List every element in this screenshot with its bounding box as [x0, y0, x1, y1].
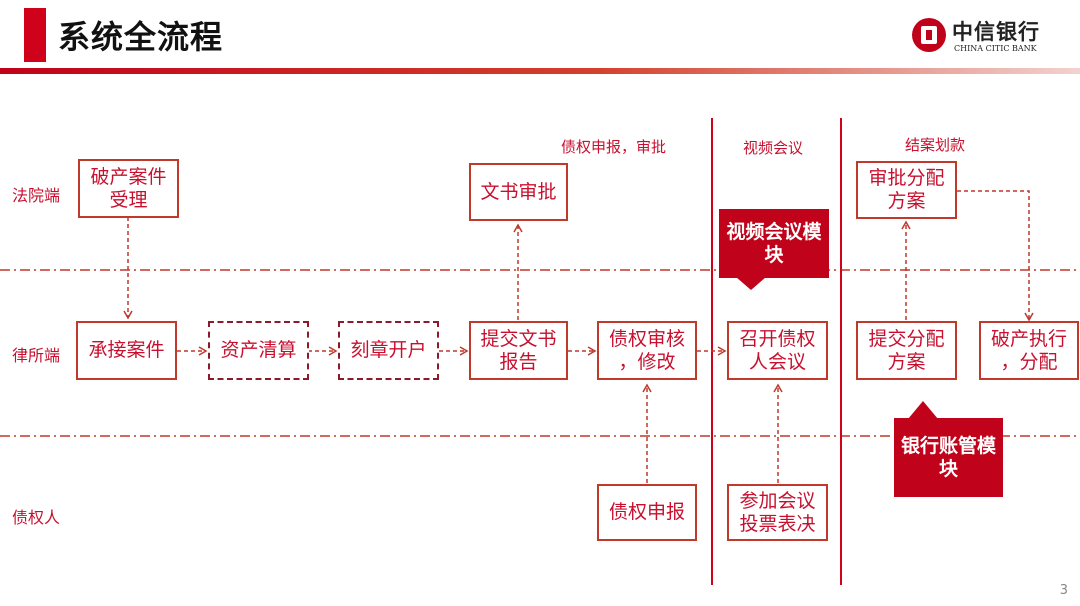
callout-account-module: 银行账管模 块 [894, 418, 1003, 497]
logo-name-en: CHINA CITIC BANK [954, 44, 1037, 53]
box-submit-report: 提交文书 报告 [469, 321, 568, 380]
header-divider [0, 68, 1080, 74]
lane-label-law-firm: 律所端 [12, 346, 61, 365]
section-label-settle: 结案划款 [905, 136, 966, 154]
callout-video-pointer [736, 277, 766, 290]
callout-video-module: 视频会议模 块 [719, 209, 829, 278]
box-submit-plan: 提交分配 方案 [856, 321, 957, 380]
box-asset-clear: 资产清算 [208, 321, 309, 380]
box-take-case: 承接案件 [76, 321, 177, 380]
box-claim-review: 债权审核 ，修改 [597, 321, 697, 380]
box-doc-review: 文书审批 [469, 163, 568, 221]
box-claim-declare: 债权申报 [597, 484, 697, 541]
logo-name-cn: 中信银行 [952, 20, 1040, 44]
lane-label-court: 法院端 [12, 186, 61, 205]
section-label-claim: 债权申报，审批 [561, 138, 667, 156]
box-case-accept: 破产案件 受理 [78, 159, 179, 218]
page-number: 3 [1059, 583, 1068, 598]
box-approve-plan: 审批分配 方案 [856, 161, 957, 219]
title-accent-bar [24, 8, 46, 62]
lane-label-creditor: 债权人 [12, 508, 61, 527]
box-execute: 破产执行 ，分配 [979, 321, 1079, 380]
box-hold-meeting: 召开债权 人会议 [727, 321, 828, 380]
box-vote: 参加会议 投票表决 [727, 484, 828, 541]
citic-logo-icon [912, 18, 946, 52]
box-seal-account: 刻章开户 [338, 321, 439, 380]
bank-logo: 中信银行 CHINA CITIC BANK [912, 16, 1062, 60]
arrow-approve-to-execute [957, 190, 1034, 322]
page-title: 系统全流程 [58, 18, 224, 56]
section-label-video: 视频会议 [743, 139, 804, 157]
callout-account-pointer [908, 401, 938, 419]
